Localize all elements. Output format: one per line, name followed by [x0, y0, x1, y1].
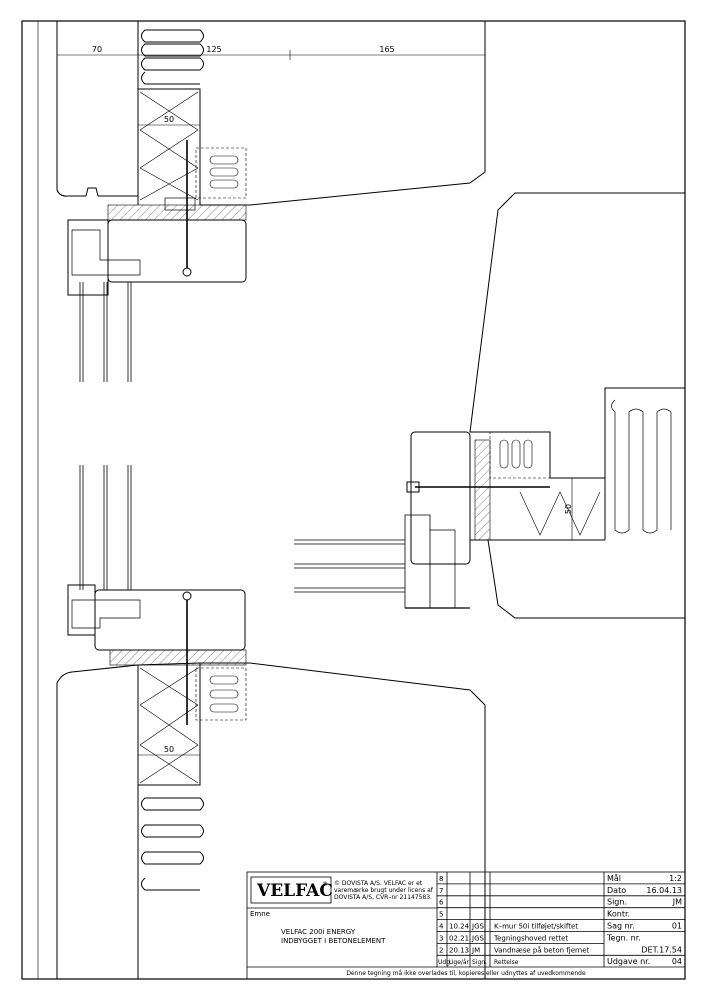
info-label: Sag nr. — [607, 922, 635, 931]
rev-header-udg: Udg — [438, 959, 450, 966]
rev-udg: 4 — [439, 923, 444, 931]
info-value: DET.17.54 — [641, 945, 682, 954]
rev-text: Tegningshoved rettet — [493, 934, 568, 942]
right-dimension — [567, 477, 577, 541]
dim-125: 125 — [206, 45, 221, 54]
top-concrete-element — [56, 21, 486, 206]
dim-upper-50: 50 — [164, 115, 174, 124]
subject-line-2: INDBYGGET I BETONELEMENT — [281, 937, 386, 945]
rev-text: K–mur 50i tilføjet/skiftet — [494, 923, 578, 931]
emne-label: Emne — [250, 910, 270, 918]
copyright-line-2: varemærke brugt under licens af — [334, 887, 434, 894]
dim-lower-50: 50 — [164, 745, 174, 754]
rev-udg: 8 — [439, 875, 443, 883]
info-value: 16.04.13 — [646, 886, 682, 895]
rev-udg: 2 — [439, 946, 443, 954]
rev-date: 10.24 — [449, 923, 470, 931]
rev-sign: JGS — [471, 934, 484, 942]
rev-udg: 6 — [439, 899, 444, 907]
info-value: JM — [672, 898, 682, 907]
info-label: Sign. — [607, 898, 627, 907]
info-label: Dato — [607, 886, 626, 895]
right-glazing — [294, 539, 405, 593]
rev-header-text: Rettelse — [494, 959, 519, 966]
dim-70: 70 — [92, 45, 102, 54]
top-window-frame — [67, 140, 247, 296]
left-glazing — [79, 282, 132, 590]
info-label: Kontr. — [607, 910, 630, 919]
footer-note: Denne tegning må ikke overlades til, kop… — [346, 970, 586, 977]
registered-mark: ® — [322, 881, 328, 888]
copyright-line-1: © DOVISTA A/S. VELFAC er et — [334, 880, 423, 887]
rev-udg: 7 — [439, 887, 443, 895]
rev-date: 02.21 — [449, 934, 469, 942]
info-label: Mål — [607, 873, 621, 883]
rev-date: 20.13 — [449, 946, 469, 954]
rev-udg: 5 — [439, 911, 443, 919]
rev-udg: 3 — [439, 934, 443, 942]
title-block — [246, 871, 686, 980]
right-window-frame — [404, 431, 550, 609]
dim-right-50: 50 — [564, 504, 573, 514]
copyright-line-3: DOVISTA A/S, CVR–nr 21147583. — [334, 894, 432, 901]
info-value: 04 — [672, 957, 682, 966]
velfac-logo-box — [250, 876, 332, 904]
info-label: Udgave nr. — [607, 957, 650, 966]
rev-header-date: Uge/år — [449, 959, 470, 966]
top-dimensions — [56, 50, 486, 130]
right-concrete-element — [469, 192, 686, 619]
subject-line-1: VELFAC 200i ENERGY — [281, 928, 356, 936]
rev-header-sign: Sign. — [472, 959, 487, 966]
lower-dimension — [137, 750, 201, 760]
bottom-concrete-element — [56, 662, 486, 979]
info-label: Tegn. nr. — [606, 933, 641, 942]
rev-sign: JGS — [471, 923, 484, 931]
rev-sign: JM — [471, 946, 480, 954]
rev-text: Vandnæse på beton fjernet — [494, 945, 590, 954]
dim-165: 165 — [379, 45, 394, 54]
info-value: 01 — [672, 922, 682, 931]
velfac-logo: VELFAC — [256, 881, 333, 901]
bottom-window-frame — [67, 584, 247, 725]
info-value: 1:2 — [669, 874, 682, 883]
drawing-frame — [21, 20, 686, 980]
